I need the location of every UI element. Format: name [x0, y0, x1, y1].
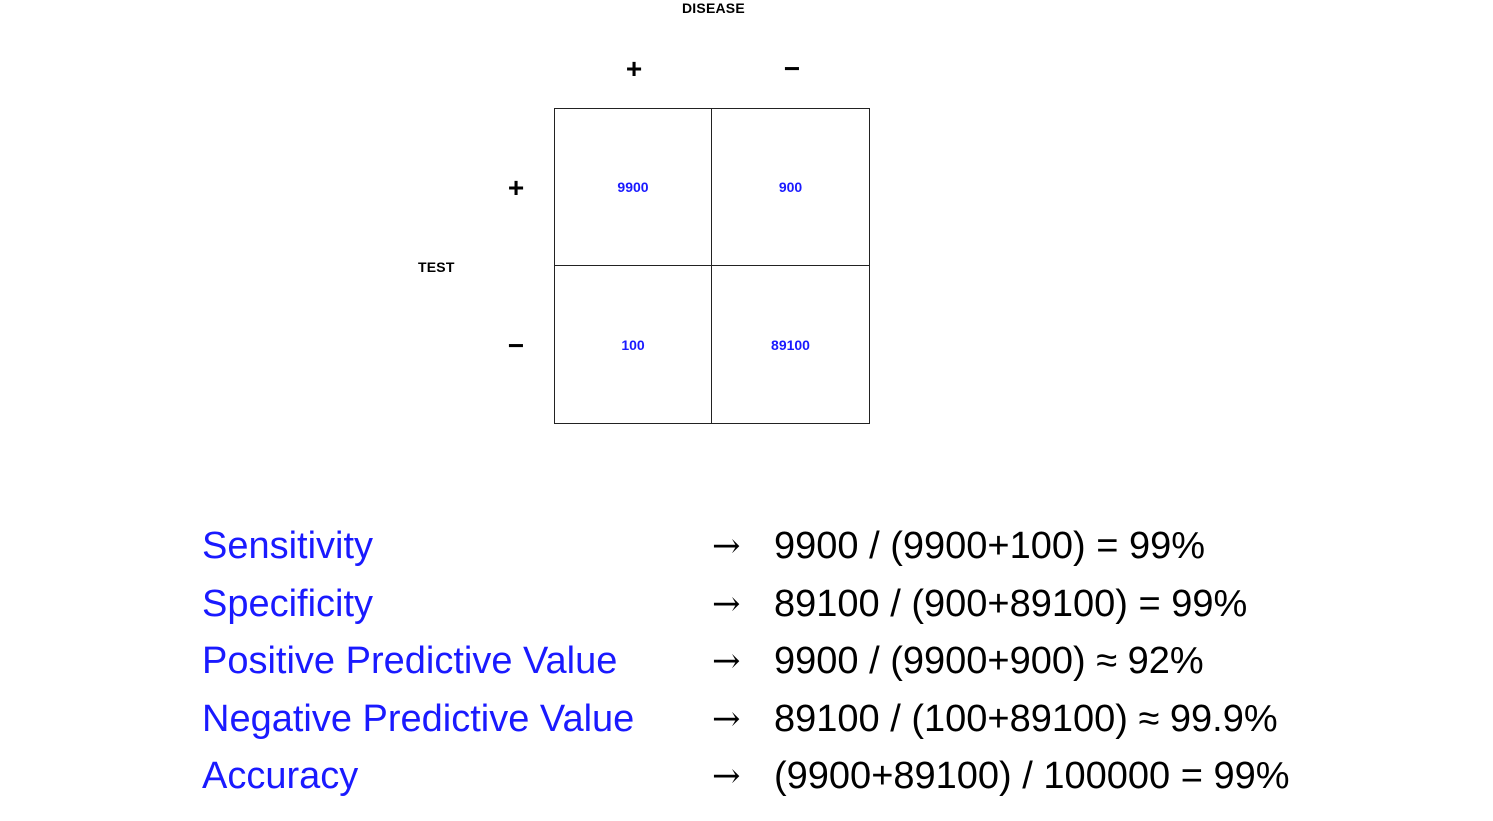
metric-row-sensitivity: Sensitivity → 9900 / (9900+100) = 99% — [202, 523, 1402, 581]
right-arrow-icon: → — [712, 698, 741, 739]
column-label-positive: + — [625, 53, 643, 84]
disease-axis-title: DISEASE — [682, 0, 745, 16]
cell-false-negative: 100 — [555, 266, 712, 423]
cell-true-positive: 9900 — [555, 109, 712, 266]
metric-row-ppv: Positive Predictive Value → 9900 / (9900… — [202, 638, 1402, 696]
right-arrow-icon: → — [712, 583, 741, 624]
metric-name: Negative Predictive Value — [202, 697, 635, 740]
right-arrow-icon: → — [712, 641, 741, 681]
metric-formula: 9900 / (9900+100) = 99% — [774, 525, 1206, 567]
metric-name: Sensitivity — [202, 525, 374, 567]
metric-name: Accuracy — [202, 755, 359, 797]
metric-name: Specificity — [202, 582, 374, 625]
metric-row-specificity: Specificity → 89100 / (900+89100) = 99% — [202, 581, 1402, 639]
cell-true-negative: 89100 — [771, 336, 810, 353]
metric-row-accuracy: Accuracy → (9900+89100) / 100000 = 99% — [202, 753, 1402, 811]
right-arrow-icon: → — [712, 756, 741, 796]
metric-formula: (9900+89100) / 100000 = 99% — [774, 755, 1290, 797]
test-axis-title: TEST — [418, 259, 455, 275]
metric-name: Positive Predictive Value — [202, 640, 618, 682]
right-arrow-icon: → — [712, 526, 741, 566]
metric-formula: 89100 / (100+89100) ≈ 99.9% — [774, 697, 1278, 740]
column-label-negative: − — [783, 53, 801, 84]
metric-formula: 9900 / (9900+900) ≈ 92% — [774, 640, 1204, 682]
row-label-negative: − — [507, 330, 525, 361]
metrics-list: Sensitivity → 9900 / (9900+100) = 99% Sp… — [202, 523, 1402, 811]
row-label-positive: + — [507, 172, 525, 203]
metric-row-npv: Negative Predictive Value → 89100 / (100… — [202, 696, 1402, 754]
confusion-matrix: 9900 900 100 89100 — [554, 108, 870, 424]
metric-formula: 89100 / (900+89100) = 99% — [774, 582, 1248, 625]
cell-false-positive: 900 — [712, 109, 869, 266]
